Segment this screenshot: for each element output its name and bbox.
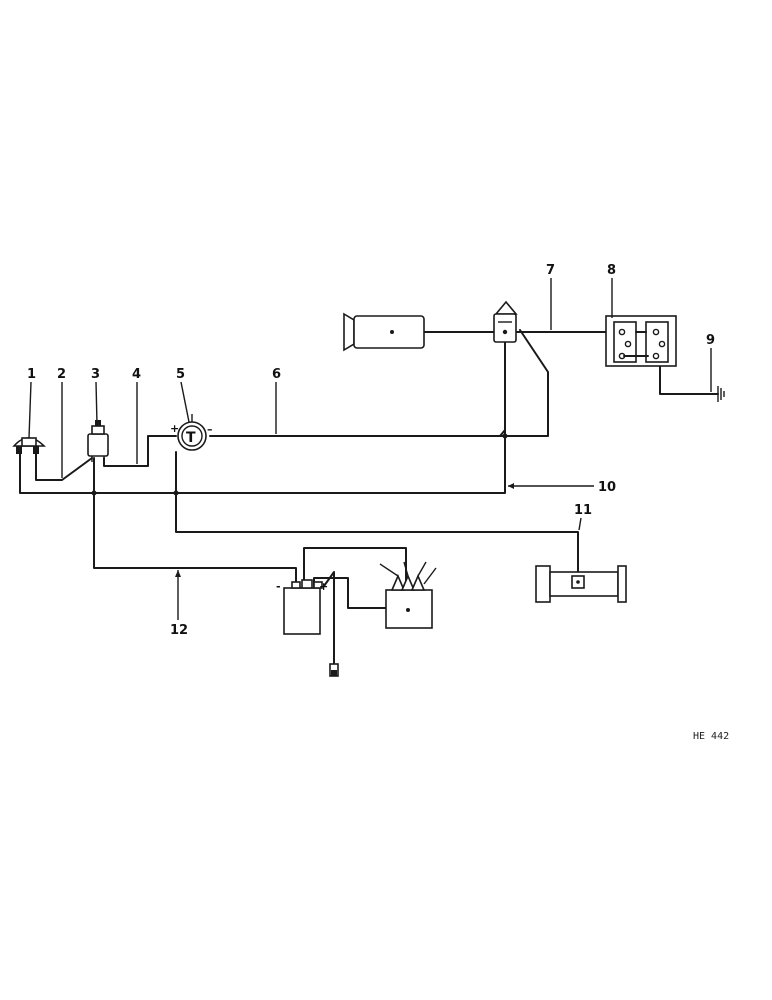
callout-8: 8	[607, 263, 616, 278]
switch-icon	[87, 420, 109, 462]
leader-arrows	[175, 483, 514, 577]
taillight-icon	[535, 565, 627, 603]
callout-10: 10	[598, 480, 616, 495]
leader-line	[180, 381, 190, 423]
spark-plug-icon	[329, 663, 339, 677]
wire-2	[35, 452, 93, 481]
distributor-icon	[379, 561, 437, 629]
wire-coil-dist-2	[313, 577, 387, 609]
ammeter-plus-label: +	[170, 422, 179, 435]
callout-7: 7	[546, 263, 555, 278]
junction-dot	[502, 433, 508, 439]
wire-bus-10	[19, 339, 506, 494]
coil-plus-label: +	[319, 580, 328, 593]
callout-12: 12	[170, 623, 188, 638]
ammeter-icon: T	[177, 414, 207, 451]
regulator-icon	[493, 300, 518, 343]
leader-line	[28, 381, 32, 439]
callout-3: 3	[91, 367, 100, 382]
battery-icon	[605, 315, 677, 367]
wire-9	[659, 355, 719, 395]
figure-reference: HE 442	[693, 731, 729, 742]
wire-4	[103, 435, 177, 467]
wire-coil-dist	[303, 547, 407, 587]
callout-1: 1	[27, 367, 36, 382]
wire-11	[175, 451, 579, 581]
callout-4: 4	[132, 367, 141, 382]
callout-6: 6	[272, 367, 281, 382]
wiring	[19, 329, 719, 665]
headlamp-icon	[343, 312, 425, 352]
svg-text:T: T	[186, 430, 196, 446]
junction-dot	[173, 490, 179, 496]
wire-spark	[323, 571, 335, 665]
ignition-coil-icon	[283, 579, 323, 635]
callout-2: 2	[57, 367, 66, 382]
leader-arrow	[175, 570, 181, 577]
leader-line	[578, 517, 582, 531]
callout-11: 11	[574, 503, 592, 518]
callout-5: 5	[176, 367, 185, 382]
ammeter-minus-label: –	[207, 423, 213, 436]
leader-line	[95, 381, 98, 425]
wire-6	[209, 329, 549, 437]
wire-12	[93, 457, 297, 587]
horn-icon	[12, 437, 46, 454]
leader-lines	[28, 278, 712, 620]
callouts: 1 2 3 4 5 6 7 8 9 10 11 12	[27, 263, 715, 638]
wire-gen	[499, 429, 506, 437]
ground-icon	[717, 386, 725, 402]
coil-minus-label: -	[276, 580, 281, 593]
leader-arrow	[508, 483, 514, 489]
callout-9: 9	[706, 333, 715, 348]
junctions	[91, 433, 508, 496]
junction-dot	[91, 490, 97, 496]
